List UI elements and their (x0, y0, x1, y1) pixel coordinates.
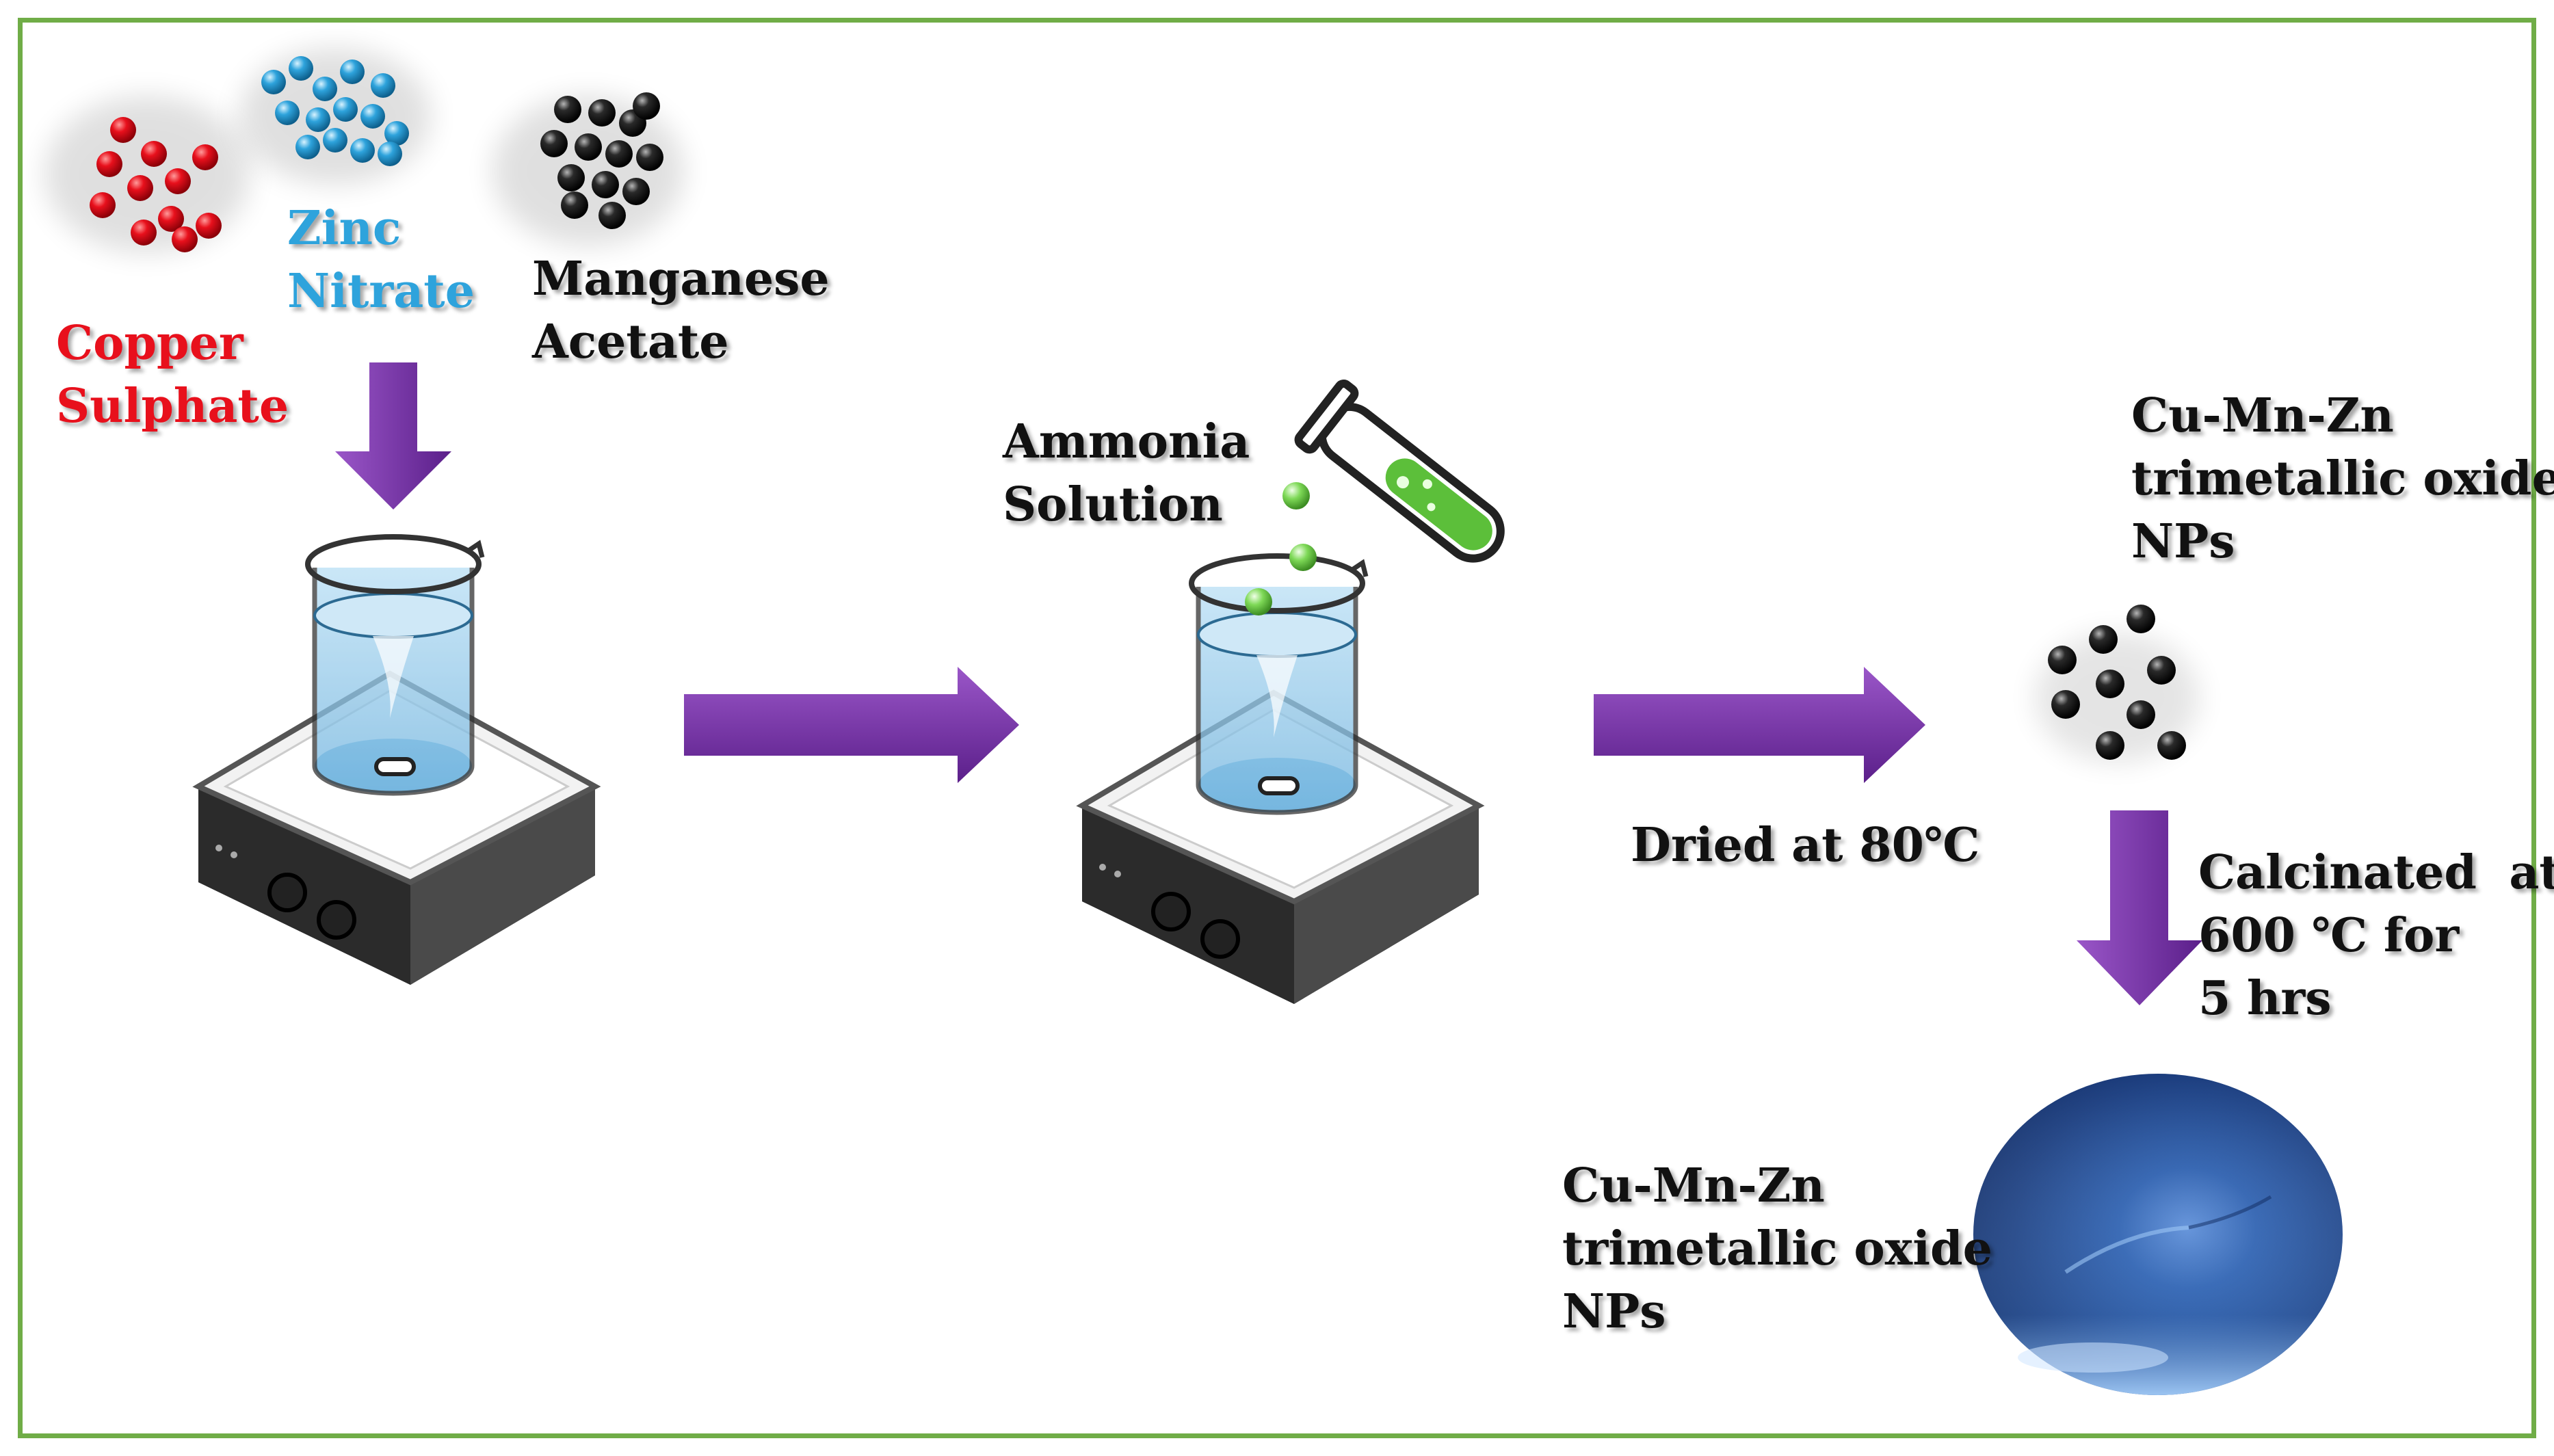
hot-plate-stirrer-1 (192, 534, 601, 985)
dried-np-particles (2035, 605, 2199, 763)
right-arrow-1 (684, 667, 1019, 783)
hot-plate-stirrer-2 (1076, 553, 1485, 1004)
manganese-acetate-label: Manganese Acetate (532, 252, 830, 369)
zinc-nitrate-label: Zinc Nitrate (287, 201, 475, 319)
manganese-acetate-particles (492, 92, 684, 246)
trimetallic-oxide-sphere (1973, 1074, 2343, 1395)
ammonia-drops (1245, 482, 1317, 616)
copper-sulphate-particles (44, 96, 250, 253)
np-top-label: Cu-Mn-Zn trimetallic oxide NPs (2131, 388, 2554, 569)
calcination-label: Calcinated at 600 ℃ for 5 hrs (2198, 845, 2554, 1026)
calcination-arrow (2077, 810, 2202, 1005)
dried-step-label: Dried at 80℃ (1631, 818, 1980, 873)
np-bottom-label: Cu-Mn-Zn trimetallic oxide NPs (1562, 1159, 1992, 1339)
copper-sulphate-label: Copper Sulphate (56, 316, 289, 434)
ammonia-solution-label: Ammonia Solution (1003, 414, 1250, 532)
test-tube (1294, 379, 1505, 563)
right-arrow-2 (1594, 667, 1925, 783)
down-arrow (335, 362, 451, 509)
zinc-nitrate-particles (239, 48, 431, 185)
